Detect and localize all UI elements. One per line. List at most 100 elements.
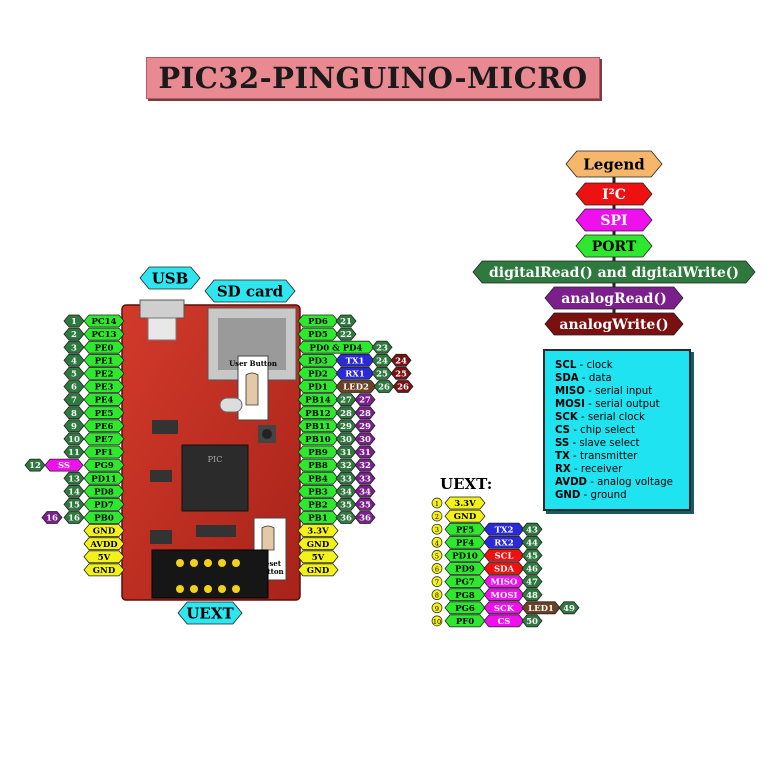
- sdcard-tag-text: SD card: [217, 282, 284, 300]
- uext-pin-index-text-7: 7: [435, 579, 439, 587]
- right-pin-ar-32-text: 32: [359, 461, 371, 471]
- left-pin-2: PC13: [83, 327, 125, 341]
- right-pin-ar-33: 33: [354, 471, 376, 485]
- right-pin-20-text: GND: [307, 566, 330, 576]
- legend-item-2: SPI: [575, 208, 653, 232]
- uext-fn-6-text: SDA: [494, 565, 515, 575]
- right-pin-17: 3.3V: [297, 524, 339, 537]
- right-pin-12: PB8: [297, 458, 339, 472]
- abbrev-value: - slave select: [569, 438, 640, 449]
- left-pin-num-3-text: 3: [71, 343, 77, 353]
- uext-num-10: 50: [521, 614, 543, 628]
- uext-pin-index-5: [431, 550, 443, 561]
- uext-fn-10: CS: [483, 614, 525, 628]
- right-pin-ar-29: 29: [354, 419, 376, 433]
- uext-fn-10-text: CS: [498, 617, 511, 627]
- left-pin-17: GND: [83, 524, 125, 537]
- uext-pin-9-text: PG6: [455, 604, 475, 614]
- abbrev-value: - serial clock: [577, 412, 645, 423]
- right-pin-num-22: 22: [335, 327, 357, 341]
- left-pin-ss-num: 12: [24, 458, 46, 472]
- abbrev-key: RX: [555, 464, 571, 475]
- left-pin-3-text: PE0: [95, 343, 114, 353]
- uext-num-8: 48: [521, 588, 543, 602]
- right-pin-10: PB10: [297, 432, 339, 446]
- uext-pin-5-text: PD10: [452, 551, 478, 561]
- right-pin-num-28: 28: [335, 406, 357, 420]
- uext-pin-7: PG7: [444, 575, 486, 588]
- left-pin-18: AVDD: [83, 537, 125, 551]
- uext-pin-index-text-5: 5: [435, 552, 439, 560]
- legend-item-6-text: analogWrite(): [559, 317, 668, 333]
- right-pin-num-36-text: 36: [340, 514, 352, 524]
- left-pin-14: PD8: [83, 484, 125, 498]
- uext-fn-6: SDA: [483, 562, 525, 575]
- uext-pin-index-4: [431, 536, 443, 548]
- right-pin-9: PB11: [297, 419, 339, 433]
- abbrev-row: MOSI - serial output: [555, 398, 679, 411]
- uext-pin-index-text-10: 10: [433, 618, 441, 626]
- uext-pin-index-text-6: 6: [435, 566, 439, 574]
- right-pin-aw-26-text: 26: [397, 383, 409, 393]
- left-pin-num-14: 14: [63, 484, 85, 498]
- uext-fn-3: TX2: [483, 522, 525, 536]
- uext-label: UEXT:: [440, 475, 492, 493]
- left-pin-analog-16-text: 16: [46, 514, 58, 524]
- uext-num-4-text: 44: [526, 538, 538, 548]
- uext-pin-10-text: PF0: [456, 617, 474, 627]
- abbrev-row: AVDD - analog voltage: [555, 476, 679, 489]
- uext-num-9: 49: [558, 601, 580, 615]
- left-pin-num-13-text: 13: [68, 474, 80, 484]
- abbrev-value: - clock: [576, 360, 613, 371]
- right-pin-5: PD2: [297, 367, 339, 380]
- left-pin-num-5: 5: [63, 367, 85, 380]
- right-pin-num-28-text: 28: [340, 409, 352, 419]
- uext-pin-4-text: PF4: [456, 538, 474, 548]
- right-pin-num-32: 32: [335, 458, 357, 472]
- abbrev-row: TX - transmitter: [555, 450, 679, 463]
- right-pin-4: PD3: [297, 353, 339, 367]
- right-pin-num-23-text: 23: [376, 343, 388, 353]
- uext-pin-index-1: [431, 497, 443, 509]
- legend-item-1-text: I²C: [602, 187, 626, 203]
- abbrev-row: CS - chip select: [555, 424, 679, 437]
- uext-pin-3-text: PF5: [456, 525, 474, 535]
- right-pin-ar-30-text: 30: [359, 435, 371, 445]
- right-pin-num-26: 26: [373, 380, 395, 393]
- right-pin-1: PD6: [297, 314, 339, 328]
- abbrev-key: SCK: [555, 412, 578, 423]
- right-pin-num-26-text: 26: [378, 383, 390, 393]
- right-pin-uart-TX1: TX1: [335, 353, 375, 367]
- right-pin-ar-28-text: 28: [359, 409, 371, 419]
- uext-pin-1-text: 3.3V: [454, 499, 476, 509]
- right-pin-num-24: 24: [371, 353, 393, 367]
- abbrev-row: RX - receiver: [555, 463, 679, 476]
- uext-fn-7: MISO: [483, 575, 525, 588]
- left-pin-5: PE2: [83, 367, 125, 380]
- abbrev-key: SS: [555, 438, 570, 449]
- right-pin-ar-30: 30: [354, 432, 376, 446]
- left-pin-num-2-text: 2: [71, 330, 77, 340]
- right-pin-aw-24-text: 24: [395, 356, 407, 366]
- left-pin-11: PF1: [83, 445, 125, 459]
- right-pin-18-text: GND: [307, 540, 330, 550]
- uext-num-5-text: 45: [526, 551, 538, 561]
- left-pin-num-6-text: 6: [71, 383, 77, 393]
- left-pin-num-1: 1: [63, 314, 85, 328]
- abbrev-value: - transmitter: [569, 451, 638, 462]
- right-pin-ar-28: 28: [354, 406, 376, 420]
- abbrev-value: - serial input: [584, 386, 653, 397]
- uext-tag: UEXT: [177, 601, 243, 625]
- left-pin-num-6: 6: [63, 380, 85, 393]
- right-pin-2: PD5: [297, 327, 339, 341]
- right-pin-num-36: 36: [335, 511, 357, 524]
- uext-num-4: 44: [521, 535, 543, 549]
- uext-pin-8-text: PG8: [455, 591, 475, 601]
- right-pin-8-text: PB12: [305, 409, 330, 419]
- sdcard-tag: SD card: [204, 279, 296, 303]
- right-pin-4-text: PD3: [308, 356, 328, 366]
- abbrev-key: MISO: [555, 386, 585, 397]
- uext-num-5: 45: [521, 549, 543, 562]
- uext-pin-index-text-4: 4: [435, 539, 439, 547]
